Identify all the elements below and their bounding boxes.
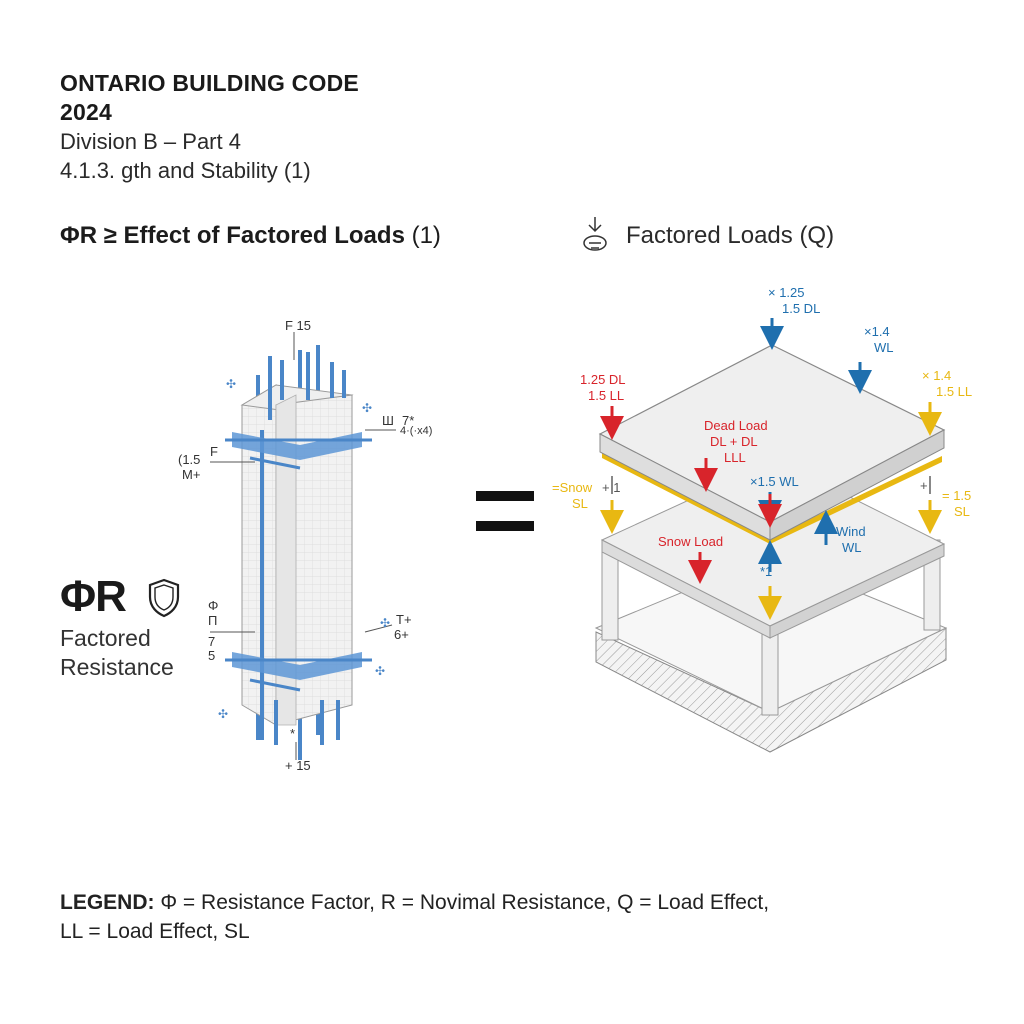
label-snow-left-mark: + 1 — [602, 480, 621, 495]
label-snow-left-2: SL — [572, 496, 588, 511]
equation-main: Effect of Factored Loads — [123, 222, 405, 249]
legend-line-2: LL = Load Effect, SL — [60, 920, 250, 943]
column-bottom-star: * — [290, 726, 296, 741]
shield-icon — [146, 578, 182, 623]
svg-text:✣: ✣ — [375, 664, 385, 678]
svg-text:✣: ✣ — [226, 377, 236, 391]
svg-text:✣: ✣ — [380, 616, 390, 630]
label-top-right-blue-2: WL — [874, 340, 894, 355]
column-left-f: F — [210, 444, 218, 459]
label-top-center-1: × 1.25 — [768, 285, 805, 300]
factored-loads-heading: Factored Loads (Q) — [626, 222, 835, 249]
svg-text:✣: ✣ — [362, 401, 372, 415]
label-top-center-2: 1.5 DL — [782, 301, 821, 316]
label-dead-load-3: LLL — [724, 450, 746, 465]
column-left-upper-1: (1.5 — [178, 452, 201, 467]
load-arrows — [600, 318, 942, 620]
equals-bar-top — [476, 491, 534, 501]
equation-ref: (1) — [411, 222, 441, 249]
label-mid-wl: ×1.5 WL — [750, 474, 799, 489]
column-left-lower-3: 7 — [208, 634, 216, 649]
equals-bar-bottom — [476, 521, 534, 531]
factored-label-1: Factored — [60, 625, 151, 651]
svg-text:✣: ✣ — [218, 707, 228, 721]
column-left-upper-2: M+ — [182, 467, 201, 482]
factored-loads-icon — [583, 217, 607, 251]
phi-r-symbol: ΦR — [60, 572, 127, 621]
label-top-right-blue-1: ×1.4 — [864, 324, 890, 339]
legend-heading: LEGEND: — [60, 891, 155, 914]
column-right-upper-2: 4·(·x4) — [400, 425, 433, 437]
equation-heading: ΦR ≥ Effect of Factored Loads (1) — [60, 222, 441, 250]
column-right-lower-2: 6+ — [394, 627, 409, 642]
label-right-yellow-mid-1: = 1.5 — [942, 488, 972, 503]
column-right-lower-1: T+ — [396, 612, 412, 627]
structure-frame — [594, 344, 948, 753]
column-left-lower-4: 5 — [208, 648, 216, 663]
code-title: ONTARIO BUILDING CODE — [60, 70, 359, 96]
label-dead-load-2: DL + DL — [710, 434, 758, 449]
label-snow-left-1: =Snow — [552, 480, 593, 495]
equation-prefix: ΦR ≥ — [60, 222, 117, 249]
division-label: Division B – Part 4 — [60, 129, 241, 154]
label-left-red-2: 1.5 LL — [588, 388, 625, 403]
label-wind-2: WL — [842, 540, 862, 555]
label-left-red-1: 1.25 DL — [580, 372, 626, 387]
label-right-plus: + — [920, 478, 928, 493]
label-snow-load: Snow Load — [658, 534, 724, 549]
section-label: 4.1.3. gth and Stability (1) — [60, 158, 311, 183]
column-left-lower-2: Π — [208, 613, 218, 628]
factored-label-2: Resistance — [60, 654, 174, 680]
column-left-lower-1: Φ — [208, 598, 219, 613]
legend-text-1: Φ = Resistance Factor, R = Novimal Resis… — [160, 891, 770, 914]
label-right-yellow-2: 1.5 LL — [936, 384, 973, 399]
column-bottom-label: + 15 — [285, 758, 311, 773]
label-dead-load-1: Dead Load — [704, 418, 768, 433]
label-lower-mark: *1 — [760, 564, 773, 579]
concrete-column: ✣ ✣ ✣ ✣ ✣ — [210, 332, 396, 760]
label-right-yellow-1: × 1.4 — [922, 368, 952, 383]
column-top-label: F 15 — [285, 318, 312, 333]
label-wind-1: Wind — [836, 524, 866, 539]
column-right-upper-1: 7* — [402, 413, 415, 428]
code-year: 2024 — [60, 99, 112, 125]
column-right-upper-3: Ш — [382, 413, 394, 428]
label-right-yellow-mid-2: SL — [954, 504, 970, 519]
legend-line-1: LEGEND: Φ = Resistance Factor, R = Novim… — [60, 888, 769, 917]
